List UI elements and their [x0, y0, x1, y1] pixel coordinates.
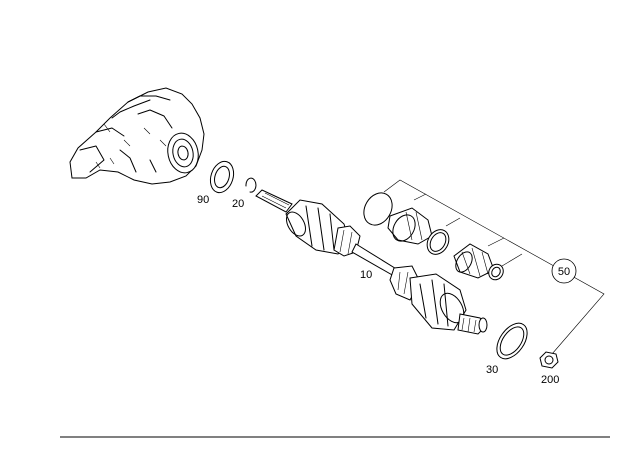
circlip-20: [245, 177, 257, 193]
seal-ring-30: [496, 322, 528, 360]
callout-20: 20: [232, 198, 244, 210]
differential-housing: [69, 87, 205, 185]
callout-50-bubble: 50: [551, 258, 577, 284]
collar-nut-200: [539, 351, 559, 369]
drive-shaft-10: [255, 189, 488, 335]
boot-kit-50: [363, 179, 605, 355]
callout-90: 90: [197, 194, 209, 206]
callout-10: 10: [360, 269, 372, 281]
callout-50: 50: [558, 266, 570, 278]
callout-30: 30: [486, 364, 498, 376]
seal-ring-90: [209, 160, 235, 194]
callout-200: 200: [541, 374, 559, 386]
